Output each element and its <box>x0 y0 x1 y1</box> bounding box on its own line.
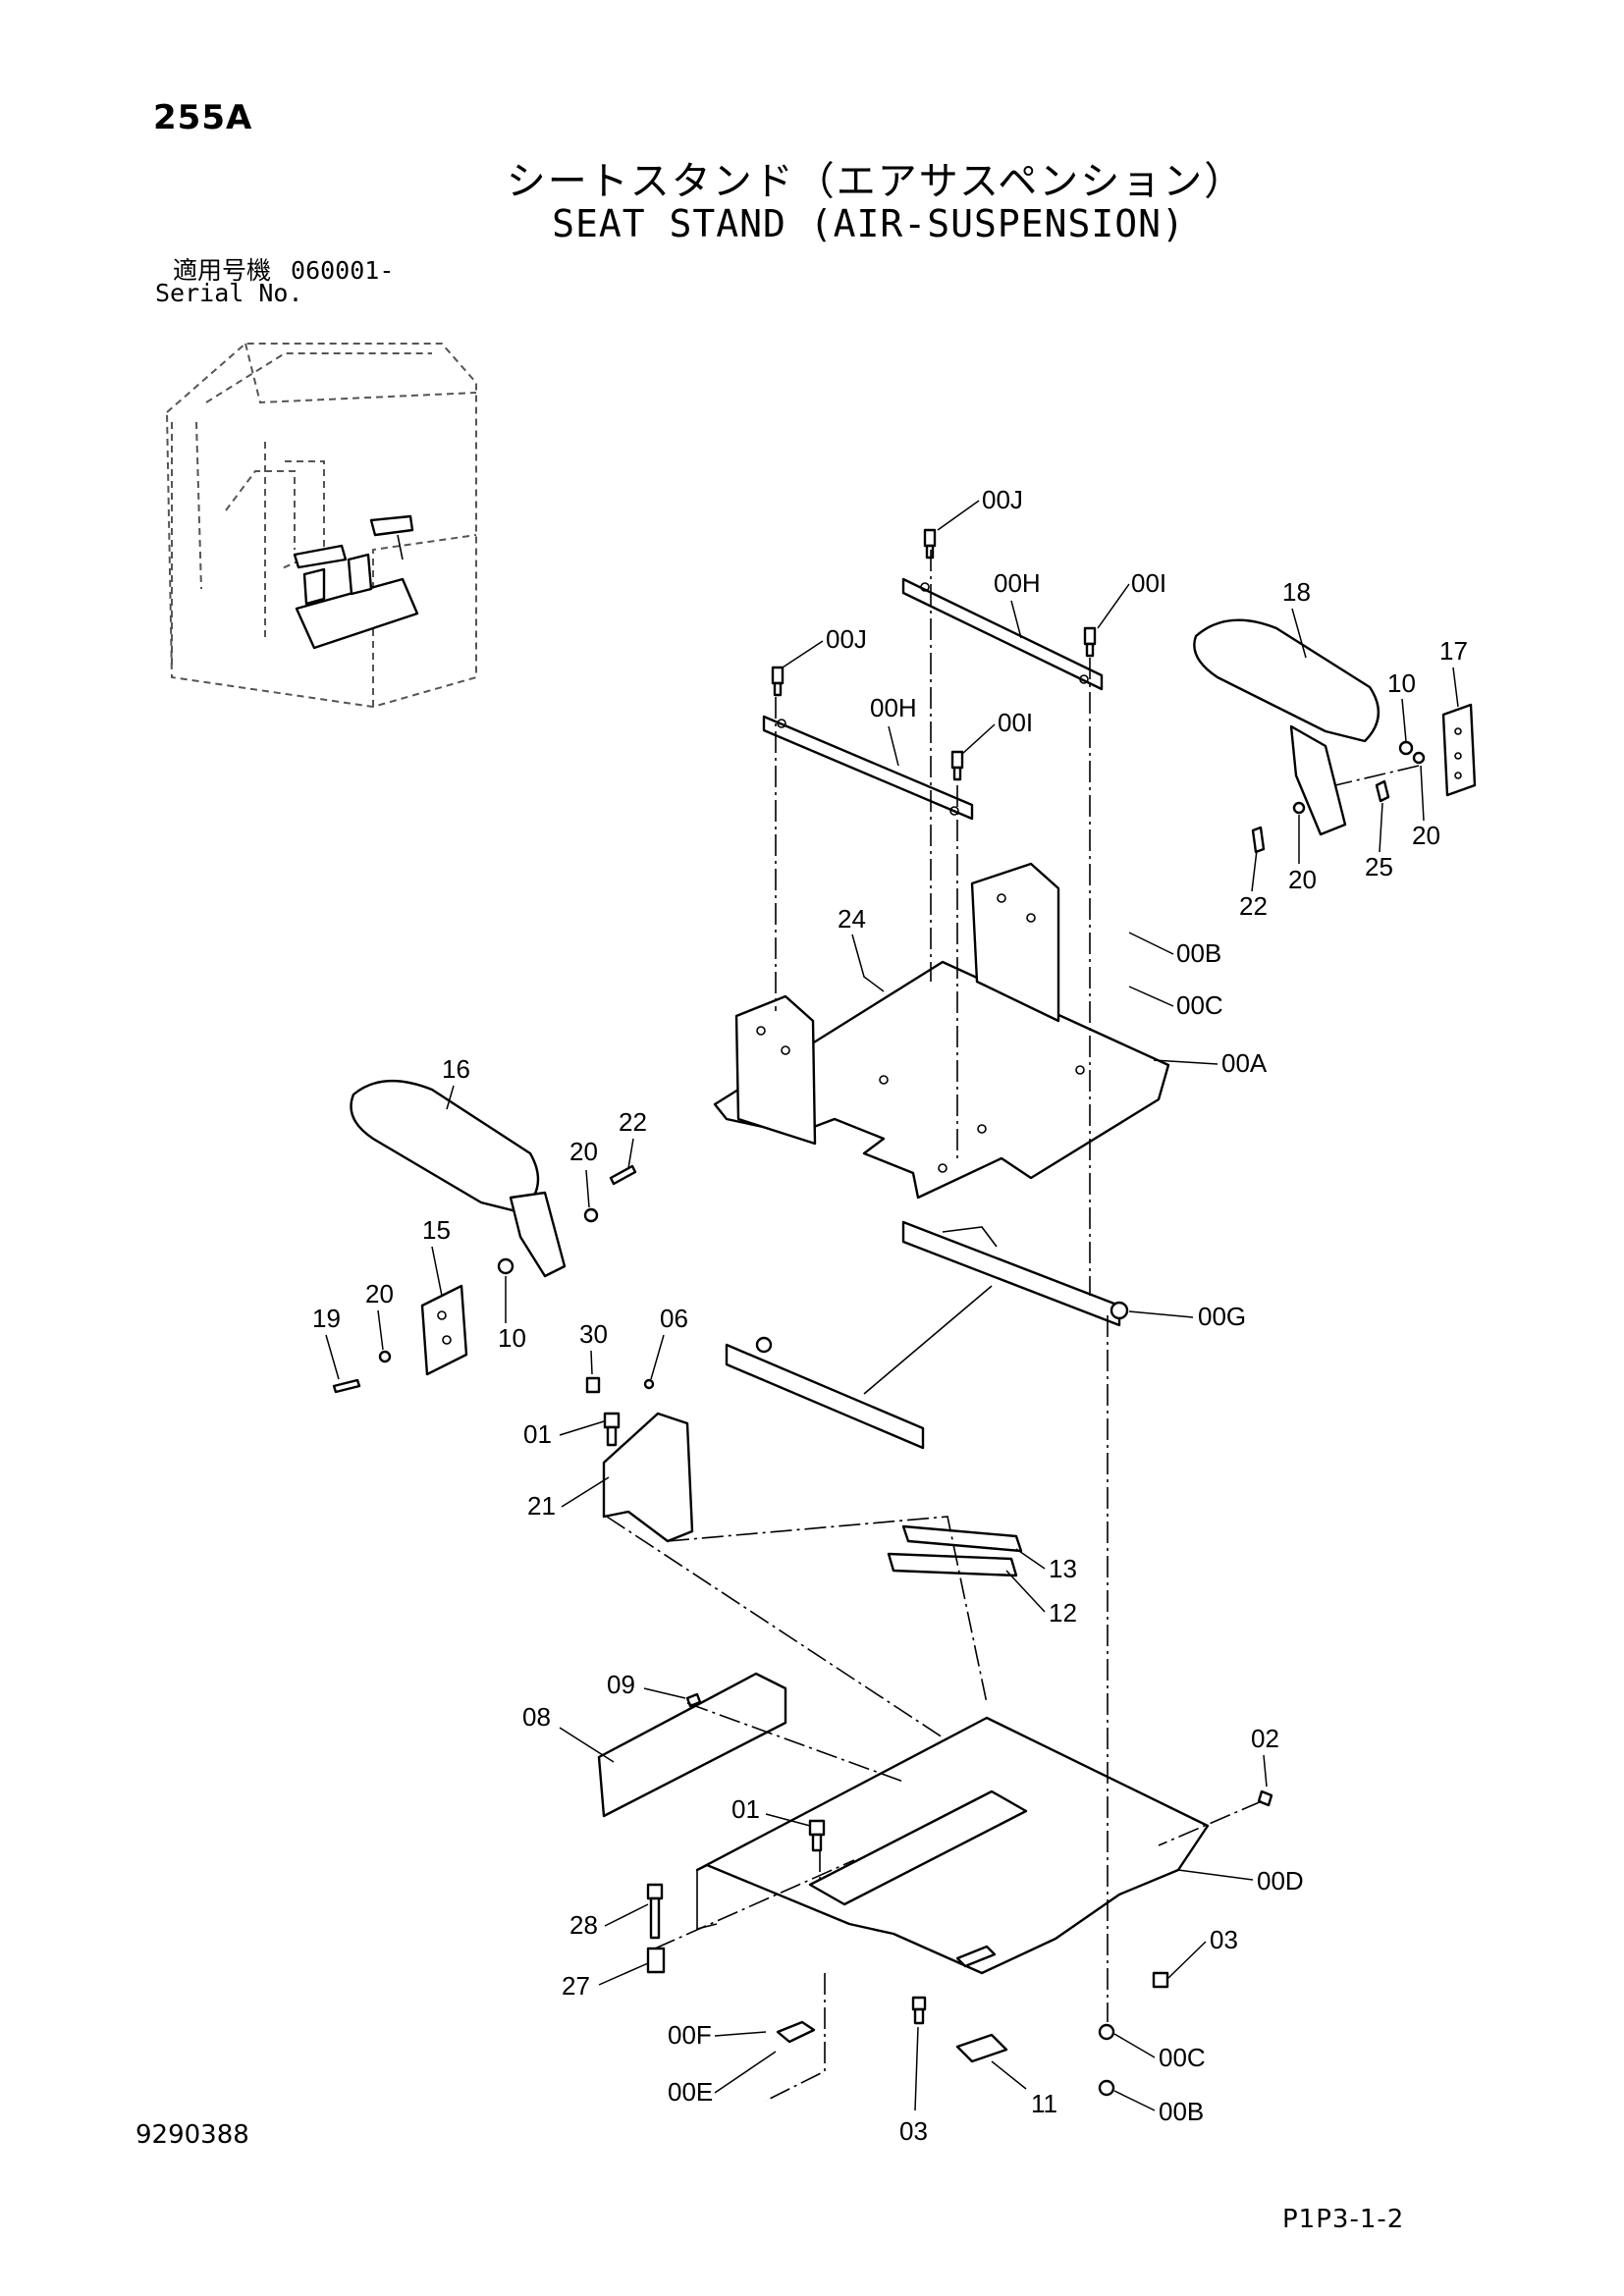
callout-10: 10 <box>1387 668 1416 698</box>
callout-03: 03 <box>1210 1925 1238 1954</box>
callout-00F: 00F <box>668 2020 712 2050</box>
callout-00J: 00J <box>826 624 867 654</box>
page-code: 255A <box>153 98 253 137</box>
callout-19: 19 <box>312 1304 341 1333</box>
callout-00A: 00A <box>1221 1048 1268 1078</box>
callout-16: 16 <box>442 1054 470 1084</box>
fastener-icons-right <box>1251 740 1426 854</box>
mounting-bracket <box>585 1376 694 1543</box>
callout-00E: 00E <box>668 2077 713 2107</box>
callout-28: 28 <box>569 1910 598 1940</box>
armrest-right <box>1193 618 1380 836</box>
bolt-icons-top <box>771 528 1097 781</box>
serial-label-english: Serial No. <box>155 279 303 307</box>
slide-rail-assembly <box>725 1220 1129 1450</box>
callout-03: 03 <box>899 2116 928 2146</box>
side-cover <box>597 1672 787 1818</box>
callout-00G: 00G <box>1198 1302 1246 1331</box>
page-reference: P1P3-1-2 <box>1282 2205 1405 2234</box>
title-english: SEAT STAND (AIR-SUSPENSION) <box>552 202 1185 245</box>
callout-20: 20 <box>569 1137 598 1166</box>
seat-base-plate <box>695 1716 1210 1975</box>
callout-12: 12 <box>1049 1598 1077 1628</box>
alignment-lines <box>606 550 1420 2102</box>
callout-10: 10 <box>498 1323 526 1353</box>
callout-01: 01 <box>731 1794 760 1824</box>
callout-30: 30 <box>579 1319 608 1349</box>
serial-number-value: 060001- <box>291 256 395 285</box>
document-number: 9290388 <box>135 2120 249 2150</box>
callout-00I: 00I <box>1131 568 1166 598</box>
callout-22: 22 <box>1239 891 1268 921</box>
callout-00I: 00I <box>998 708 1033 737</box>
seat-stand-frame <box>713 862 1170 1200</box>
mounting-rail-lower <box>762 715 974 821</box>
callout-20: 20 <box>365 1279 394 1308</box>
callout-11: 11 <box>1031 2089 1057 2118</box>
callout-labels: 00J 00H 00I 00J 00H 00I 18 17 10 20 20 2… <box>312 485 1468 2146</box>
callout-20: 20 <box>1412 821 1440 850</box>
callout-08: 08 <box>522 1702 551 1732</box>
callout-25: 25 <box>1365 852 1393 881</box>
callout-22: 22 <box>619 1107 647 1137</box>
callout-13: 13 <box>1049 1554 1077 1583</box>
fastener-icons-base <box>646 1692 1273 2097</box>
callout-00H: 00H <box>994 568 1041 598</box>
callout-02: 02 <box>1251 1724 1279 1753</box>
callout-18: 18 <box>1282 577 1311 607</box>
armrest-bracket-right <box>1441 703 1477 797</box>
shim-plates <box>887 1524 1023 1577</box>
callout-00C: 00C <box>1159 2043 1206 2072</box>
serial-row-japanese: 適用号機 060001- <box>173 251 394 287</box>
armrest-bracket-left <box>420 1284 468 1376</box>
callout-27: 27 <box>562 1971 590 2001</box>
callout-00D: 00D <box>1257 1866 1304 1896</box>
callout-00J: 00J <box>982 485 1023 514</box>
callout-20: 20 <box>1288 865 1317 894</box>
callout-17: 17 <box>1439 636 1468 666</box>
callout-09: 09 <box>607 1670 635 1699</box>
title-japanese: シートスタンド（エアサスペンション） <box>506 159 1246 204</box>
fastener-icons-left <box>332 1164 637 1394</box>
armrest-left <box>350 1080 567 1278</box>
callout-00B: 00B <box>1176 938 1221 968</box>
callout-00C: 00C <box>1176 990 1223 1020</box>
callout-00B: 00B <box>1159 2097 1204 2126</box>
callout-24: 24 <box>838 904 866 934</box>
callout-00H: 00H <box>870 693 917 722</box>
mounting-rail-upper <box>901 577 1104 691</box>
callout-15: 15 <box>422 1215 451 1245</box>
serial-label-japanese: 適用号機 <box>173 256 272 285</box>
cab-locator-illustration <box>165 343 477 709</box>
callout-21: 21 <box>527 1491 556 1521</box>
callout-01: 01 <box>523 1419 552 1449</box>
callout-06: 06 <box>660 1304 688 1333</box>
